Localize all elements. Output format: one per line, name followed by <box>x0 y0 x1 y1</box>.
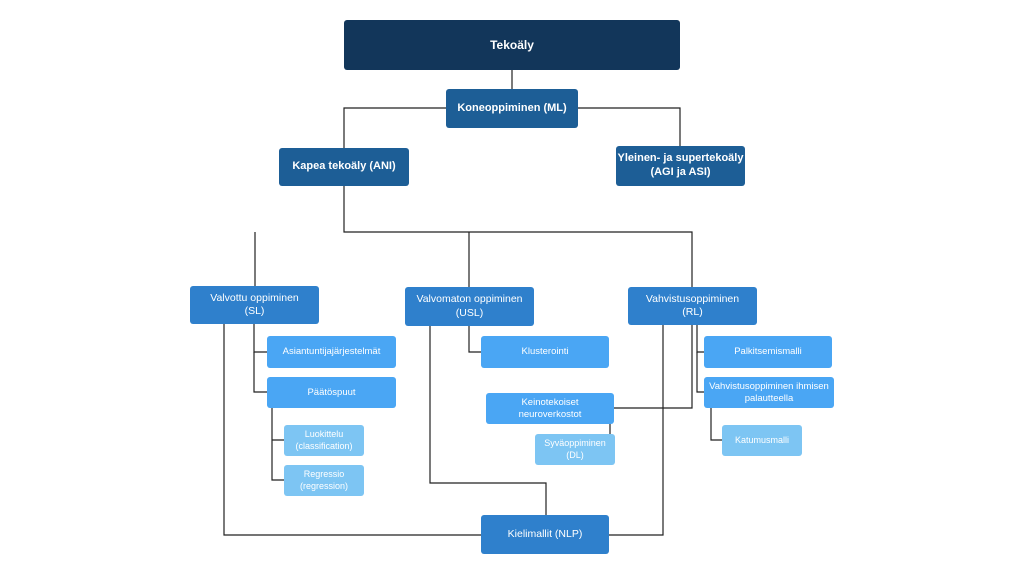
node-valvottu: Valvottu oppiminen (SL) <box>190 286 319 324</box>
edge-valvottu-kielimallit <box>223 324 481 536</box>
node-vahvistus: Vahvistusoppiminen (RL) <box>628 287 757 325</box>
node-vahvistus-ihminen-label-2: palautteella <box>744 392 794 404</box>
node-keinotekoiset-label-2: neuroverkostot <box>518 408 582 420</box>
node-palkitsemismalli: Palkitsemismalli <box>704 336 832 368</box>
node-yleinen: Yleinen- ja supertekoäly (AGI ja ASI) <box>616 146 745 186</box>
edge-paatospuut-children <box>271 408 284 481</box>
node-vahvistus-label-2: (RL) <box>682 306 703 318</box>
node-asiantuntija-label: Asiantuntijajärjestelmät <box>282 346 381 358</box>
node-kapea-label: Kapea tekoäly (ANI) <box>292 160 396 173</box>
edge-vahvistus-ihminen <box>696 352 704 393</box>
node-luokittelu: Luokittelu (classification) <box>284 425 364 456</box>
node-valvottu-label-2: (SL) <box>244 305 265 317</box>
node-vahvistus-label-1: Vahvistusoppiminen <box>645 292 740 305</box>
node-kielimallit: Kielimallit (NLP) <box>481 515 609 554</box>
node-palkitsemismalli-label: Palkitsemismalli <box>734 346 802 358</box>
node-koneoppiminen-label: Koneoppiminen (ML) <box>457 101 567 114</box>
node-klusterointi-label: Klusterointi <box>521 346 569 358</box>
node-regressio-label-1: Regressio <box>303 469 345 480</box>
node-yleinen-label-2: (AGI ja ASI) <box>650 166 711 178</box>
edge-koneoppiminen-kapea <box>343 107 446 148</box>
node-keinotekoiset-label-1: Keinotekoiset <box>521 396 579 408</box>
edge-vahvistus-palkitsemismalli <box>696 325 704 353</box>
edge-valvomaton-klusterointi <box>468 326 481 353</box>
node-asiantuntija: Asiantuntijajärjestelmät <box>267 336 396 368</box>
node-valvomaton-label-1: Valvomaton oppiminen <box>416 293 523 306</box>
node-yleinen-label-1: Yleinen- ja supertekoäly <box>617 152 744 165</box>
node-regressio-label-2: (regression) <box>299 480 348 491</box>
edge-valvomaton-kielimallit <box>429 326 547 515</box>
node-paatospuut-label: Päätöspuut <box>307 386 356 398</box>
node-katumusmalli: Katumusmalli <box>722 425 802 456</box>
edge-valvottu-paatospuut <box>253 352 267 393</box>
edge-vahvistus-keinotekoiset <box>614 325 693 409</box>
node-tekoaly: Tekoäly <box>344 20 680 70</box>
node-koneoppiminen: Koneoppiminen (ML) <box>446 89 578 128</box>
node-valvomaton: Valvomaton oppiminen (USL) <box>405 287 534 326</box>
node-kielimallit-label: Kielimallit (NLP) <box>507 527 583 540</box>
node-paatospuut: Päätöspuut <box>267 377 396 408</box>
node-syvaoppiminen: Syväoppiminen (DL) <box>535 434 615 465</box>
edge-ihminen-katumusmalli <box>710 408 722 441</box>
edge-vahvistus-kielimallit <box>609 325 664 536</box>
edge-koneoppiminen-yleinen <box>578 107 681 146</box>
edge-kapea-branches <box>343 186 693 287</box>
node-katumusmalli-label: Katumusmalli <box>734 434 790 445</box>
node-vahvistus-ihminen: Vahvistusoppiminen ihmisen palautteella <box>704 377 834 408</box>
node-valvottu-label-1: Valvottu oppiminen <box>210 291 299 304</box>
node-regressio: Regressio (regression) <box>284 465 364 496</box>
node-kapea: Kapea tekoäly (ANI) <box>279 148 409 186</box>
node-vahvistus-ihminen-label-1: Vahvistusoppiminen ihmisen <box>709 380 829 392</box>
edge-valvottu-asiantuntija <box>253 324 267 353</box>
node-tekoaly-label: Tekoäly <box>490 37 534 52</box>
node-luokittelu-label-1: Luokittelu <box>304 429 344 440</box>
node-syvaoppiminen-label-2: (DL) <box>566 449 584 460</box>
node-keinotekoiset: Keinotekoiset neuroverkostot <box>486 393 614 424</box>
node-syvaoppiminen-label-1: Syväoppiminen <box>544 438 606 449</box>
node-klusterointi: Klusterointi <box>481 336 609 368</box>
node-luokittelu-label-2: (classification) <box>295 440 353 451</box>
node-valvomaton-label-2: (USL) <box>455 306 484 319</box>
